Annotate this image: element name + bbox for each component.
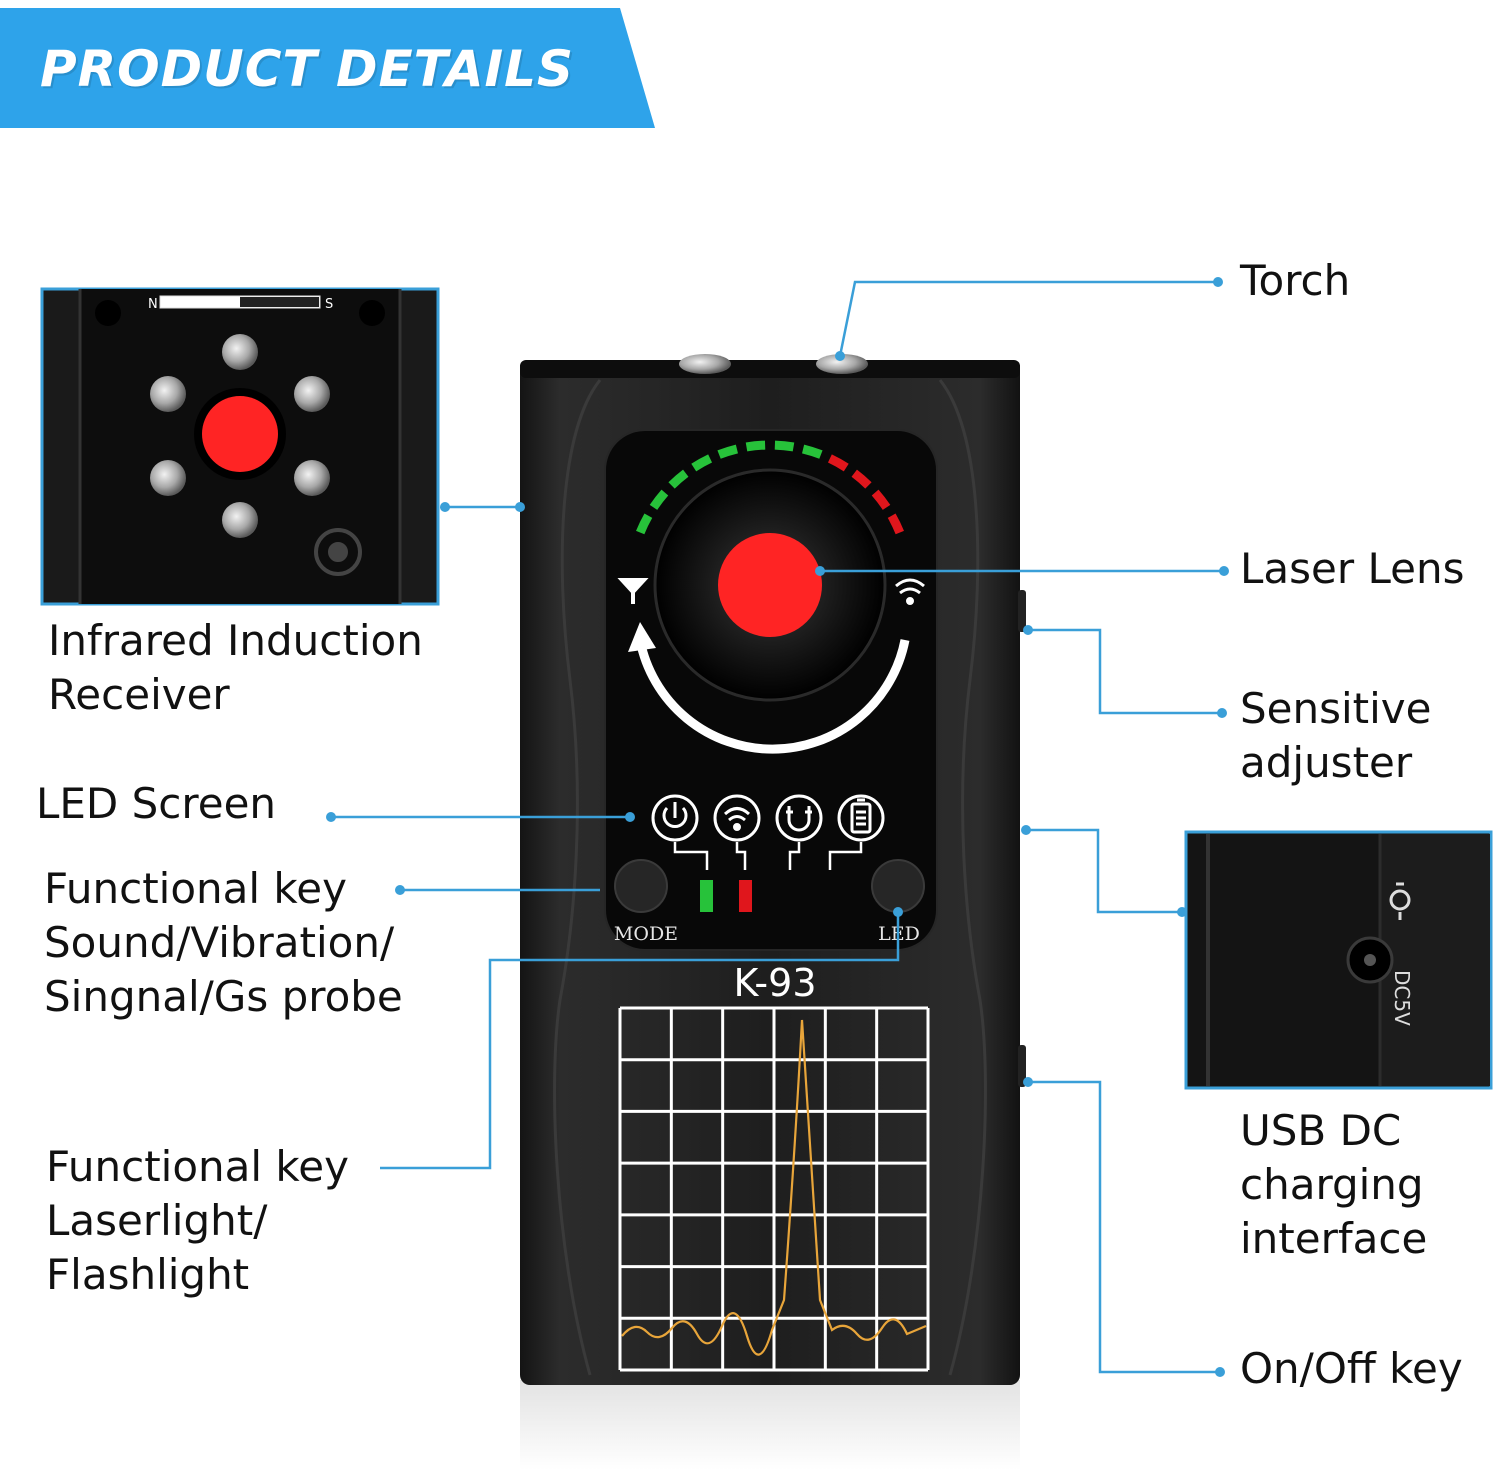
callout-torch: Torch — [1240, 254, 1350, 308]
callout-func-key-led: Functional key Laserlight/ Flashlight — [46, 1140, 349, 1302]
meter-segment — [745, 440, 766, 452]
laser-lens — [718, 533, 822, 637]
func-key-led-label-line1: Functional key — [46, 1142, 349, 1191]
indicator-led-red — [739, 880, 752, 912]
callout-sensitive-adjuster: Sensitive adjuster — [1240, 682, 1432, 790]
callout-led-screen: LED Screen — [36, 777, 276, 831]
sensitive-adjuster[interactable] — [1018, 590, 1026, 632]
signal-meter — [636, 440, 904, 535]
torch-bulb-left — [679, 354, 731, 374]
on-off-key[interactable] — [1018, 1045, 1026, 1087]
battery-icon — [837, 794, 885, 842]
compass-s-label: S — [325, 297, 333, 312]
device-reflection — [520, 1380, 1020, 1470]
on-off-label: On/Off key — [1240, 1344, 1463, 1393]
antenna-icon — [617, 578, 649, 604]
callout-lines — [331, 280, 1224, 1374]
model-label: K-93 — [734, 961, 817, 1005]
indicator-led-green — [700, 880, 713, 912]
meter-segment — [887, 513, 904, 535]
screw-hole-left — [95, 300, 121, 326]
mode-button-label: MODE — [614, 923, 678, 945]
meter-segment — [871, 489, 891, 510]
wifi-signal-icon — [713, 794, 761, 842]
torch-label: Torch — [1240, 256, 1351, 305]
callout-usb-dc: USB DC charging interface — [1240, 1104, 1427, 1266]
func-key-led-label-line3: Flashlight — [46, 1250, 250, 1299]
infrared-label-line2: Receiver — [48, 670, 230, 719]
meter-segment — [851, 469, 872, 489]
ir-led-ring — [150, 334, 330, 538]
meter-segment — [717, 444, 739, 459]
waveform-line — [621, 1019, 927, 1356]
led-screen-label: LED Screen — [36, 779, 277, 828]
led-button[interactable] — [871, 859, 925, 913]
infrared-receiver-lens — [202, 396, 278, 472]
meter-segment — [649, 489, 669, 510]
meter-segment — [774, 440, 795, 452]
speaker-icon — [314, 528, 362, 576]
usb-dc-label-line2: charging — [1240, 1160, 1424, 1209]
infrared-label-line1: Infrared Induction — [48, 616, 423, 665]
torch-bulb-right — [816, 354, 868, 374]
func-key-mode-label-line1: Functional key — [44, 864, 347, 913]
meter-segment — [801, 444, 823, 459]
func-key-mode-label-line3: Singnal/Gs probe — [44, 972, 403, 1021]
wifi-small-icon — [895, 578, 925, 605]
callout-infrared: Infrared Induction Receiver — [48, 614, 423, 722]
meter-segment — [691, 454, 713, 472]
power-icon — [651, 794, 699, 842]
compass-n-label: N — [148, 297, 158, 312]
meter-segment — [668, 469, 689, 489]
rotation-arrow-icon — [635, 639, 910, 754]
mode-button[interactable] — [614, 859, 668, 913]
dc-polarity-icon — [1389, 882, 1411, 920]
sensitive-adjuster-label-line2: adjuster — [1240, 738, 1413, 787]
magnet-icon — [775, 794, 823, 842]
func-key-mode-label-line2: Sound/Vibration/ — [44, 918, 395, 967]
header-banner — [0, 8, 655, 128]
dc-port-label: DC5V — [1390, 970, 1414, 1026]
page-title: PRODUCT DETAILS — [40, 40, 575, 98]
usb-dc-label-line3: interface — [1240, 1214, 1428, 1263]
callout-laser-lens: Laser Lens — [1240, 542, 1464, 596]
screw-hole-right — [359, 300, 385, 326]
waveform-grid — [618, 1006, 930, 1372]
callout-dots — [326, 277, 1229, 1377]
meter-segment — [827, 454, 849, 472]
sensitive-adjuster-label-line1: Sensitive — [1240, 684, 1432, 733]
callout-on-off: On/Off key — [1240, 1342, 1463, 1396]
meter-segment — [636, 513, 653, 535]
callout-func-key-mode: Functional key Sound/Vibration/ Singnal/… — [44, 862, 403, 1024]
laser-lens-label: Laser Lens — [1240, 544, 1465, 593]
func-key-led-label-line2: Laserlight/ — [46, 1196, 268, 1245]
usb-dc-label-line1: USB DC — [1240, 1106, 1402, 1155]
